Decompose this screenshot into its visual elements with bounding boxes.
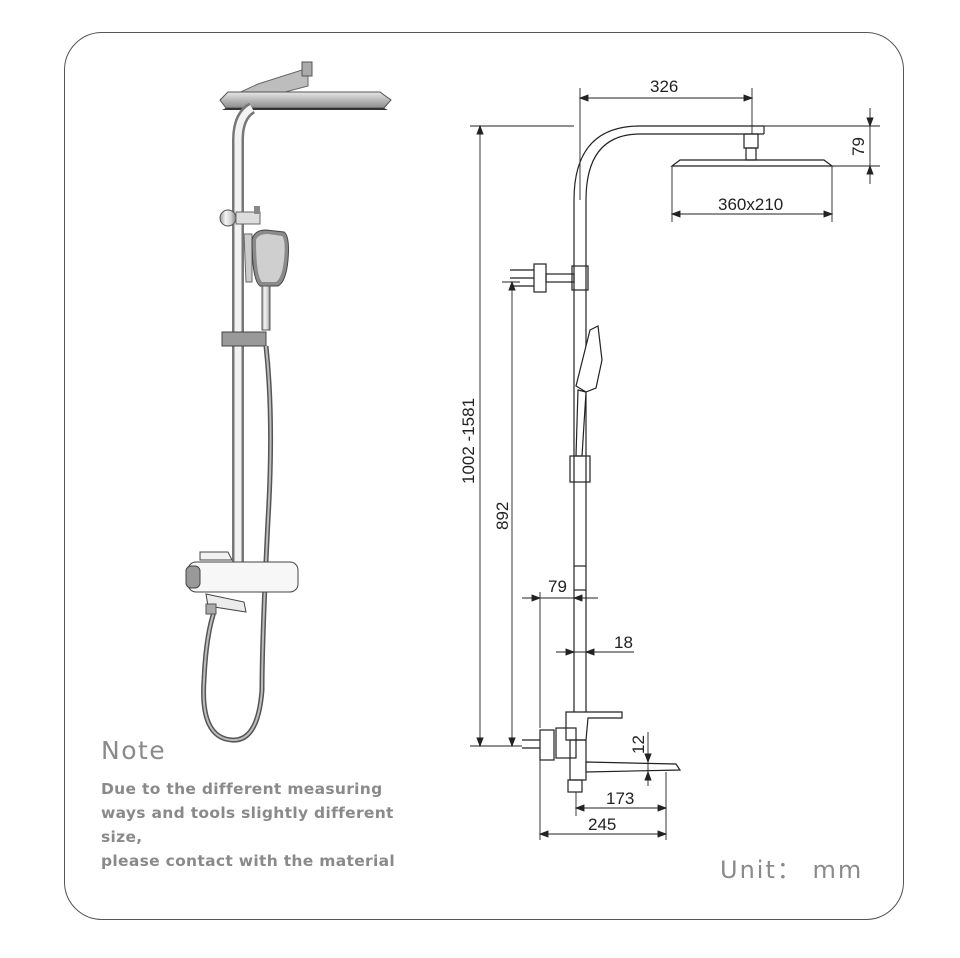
drawing-hand-shower [575, 325, 603, 393]
note-title: Note [101, 736, 167, 765]
dim-head-thickness: 79 [849, 137, 868, 156]
hand-shower [243, 229, 289, 331]
note-line-4: please contact with the material [101, 852, 395, 870]
slide-holder [221, 331, 267, 347]
drawing-mixer-body [555, 727, 577, 759]
dim-head-size: 360x210 [718, 195, 783, 214]
note-line-2: ways and tools slightly different [101, 804, 394, 822]
dim-total-height: 1002 -1581 [459, 398, 478, 484]
drawing-spout [585, 761, 682, 773]
dim-total-depth: 245 [588, 815, 616, 834]
drawing-arm-outer [573, 125, 764, 201]
dim-rail-width: 18 [614, 633, 633, 652]
dim-spout-reach: 173 [606, 789, 634, 808]
drawing-slide-holder [569, 455, 591, 483]
drawing-mixer-lever [565, 711, 623, 741]
unit-label: Unit： mm [720, 856, 864, 884]
note-line-3: size, [101, 828, 143, 846]
drawing-shower-head [670, 159, 834, 167]
dim-holder-height: 892 [493, 502, 512, 530]
diverter-knob [219, 206, 261, 227]
drawing-head-connector [743, 133, 759, 149]
dim-arm-reach: 326 [650, 77, 678, 96]
dim-mixer-offset: 79 [548, 577, 567, 596]
drawing-diverter [533, 263, 547, 293]
outer-frame [64, 32, 904, 920]
drawing-arm-inner [585, 133, 764, 201]
mixer-valve [185, 551, 299, 615]
rain-shower-head [219, 61, 392, 110]
dim-spout-drop: 12 [629, 735, 648, 754]
note-line-1: Due to the different measuring [101, 780, 383, 798]
